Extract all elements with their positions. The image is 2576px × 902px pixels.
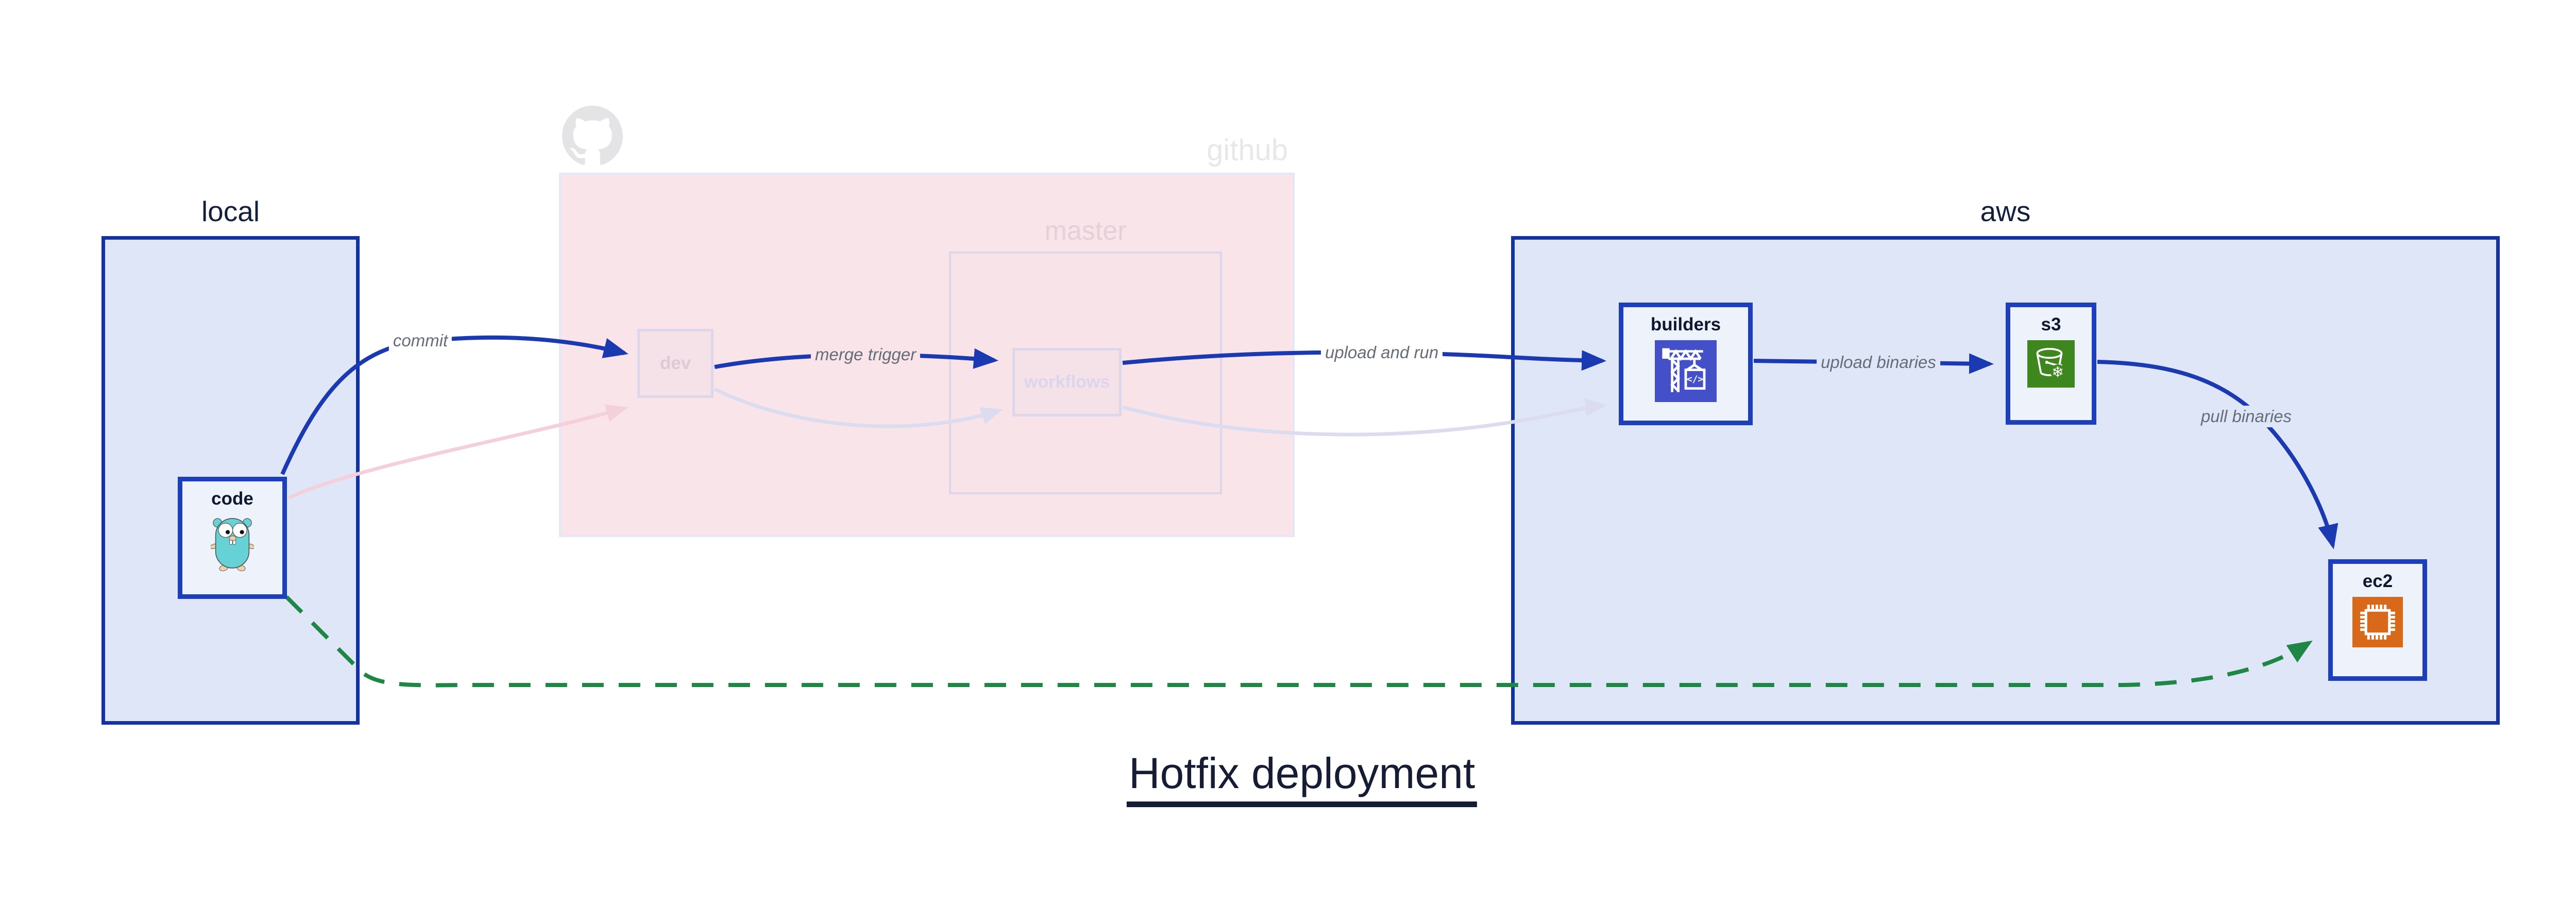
- edge-pull-binaries: [2097, 360, 2338, 549]
- node-dev-label: dev: [659, 353, 691, 373]
- edge-dev-workflows-faded: [714, 387, 1003, 428]
- edge-hotfix-dashed: [285, 595, 2313, 688]
- github-logo-icon: [562, 106, 623, 166]
- svg-text:</>: </>: [1687, 374, 1704, 385]
- page-title: Hotfix deployment: [1126, 748, 1478, 807]
- node-s3: s3 ❄: [2006, 303, 2096, 425]
- go-gopher-icon: [210, 514, 255, 572]
- node-dev: dev: [637, 329, 714, 398]
- ec2-chip-icon: [2352, 597, 2403, 647]
- master-group-title: master: [1044, 216, 1127, 246]
- codebuild-crane-icon: </>: [1655, 340, 1717, 402]
- node-builders-label: builders: [1650, 314, 1721, 335]
- edge-label-pull-binaries: pull binaries: [2196, 406, 2296, 427]
- local-group-title: local: [201, 195, 260, 227]
- edge-code-dev-faded: [287, 404, 628, 500]
- node-ec2: ec2: [2328, 559, 2427, 681]
- node-workflows-label: workflows: [1024, 372, 1110, 392]
- node-builders: builders </>: [1619, 303, 1753, 425]
- s3-bucket-icon: ❄: [2027, 340, 2075, 388]
- aws-group-title: aws: [1980, 195, 2031, 227]
- node-code-label: code: [211, 489, 253, 509]
- node-workflows: workflows: [1012, 348, 1122, 416]
- edge-label-upload-and-run: upload and run: [1320, 342, 1443, 363]
- node-code: code: [178, 477, 287, 599]
- edge-label-upload-binaries: upload binaries: [1817, 352, 1940, 373]
- edge-label-commit: commit: [388, 330, 452, 352]
- github-group-title: github: [1206, 133, 1288, 167]
- svg-text:❄: ❄: [2052, 363, 2064, 381]
- node-s3-label: s3: [2041, 314, 2061, 335]
- node-ec2-label: ec2: [2362, 571, 2393, 591]
- edge-label-merge-trigger: merge trigger: [810, 344, 921, 365]
- edge-workflows-builders-faded: [1122, 398, 1607, 437]
- edge-commit: [280, 335, 629, 475]
